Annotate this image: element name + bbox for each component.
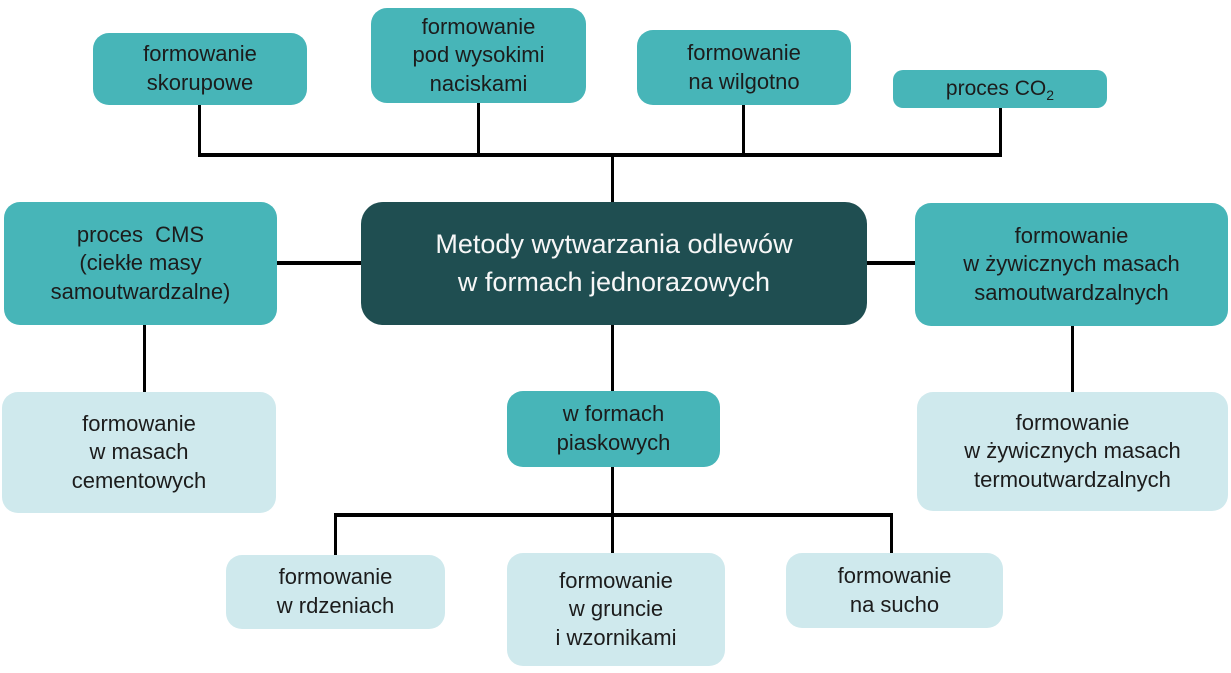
node-proces-cms: proces CMS (ciekłe masy samoutwardzalne)	[4, 202, 277, 325]
connector-cms-down-vertical	[143, 325, 146, 392]
node-formowanie-w-gruncie: formowanie w gruncie i wzornikami	[507, 553, 725, 666]
node-root-metody-wytwarzania: Metody wytwarzania odlewów w formach jed…	[361, 202, 867, 325]
node-formowanie-na-sucho: formowanie na sucho	[786, 553, 1003, 628]
connector-root-to-zywiczne-horizontal	[867, 261, 915, 265]
co2-subscript: 2	[1046, 87, 1055, 104]
node-formowanie-masy-cementowe: formowanie w masach cementowych	[2, 392, 276, 513]
connector-wilgotno-vertical	[742, 105, 745, 156]
node-formowanie-zywiczne-termoutwardzalne: formowanie w żywicznych masach termoutwa…	[917, 392, 1228, 511]
node-formowanie-na-wilgotno: formowanie na wilgotno	[637, 30, 851, 105]
connector-root-to-piaskowe-vertical	[611, 325, 614, 391]
connector-naciski-vertical	[477, 103, 480, 156]
node-proces-co2-label: proces CO2	[945, 77, 1055, 104]
connector-sucho-vertical	[890, 513, 893, 553]
node-proces-co2: proces CO2	[893, 70, 1107, 108]
connector-bracket-to-root-vertical	[611, 155, 614, 202]
node-w-formach-piaskowych: w formach piaskowych	[507, 391, 720, 467]
connector-bottom-bracket-horizontal	[334, 513, 893, 517]
connector-top-bracket-horizontal	[198, 153, 1002, 157]
node-formowanie-w-rdzeniach: formowanie w rdzeniach	[226, 555, 445, 629]
connector-piaskowe-down-vertical	[611, 467, 614, 553]
node-formowanie-pod-wysokimi-naciskami: formowanie pod wysokimi naciskami	[371, 8, 586, 103]
node-formowanie-skorupowe: formowanie skorupowe	[93, 33, 307, 105]
node-formowanie-zywiczne-samoutwardzalne: formowanie w żywicznych masach samoutwar…	[915, 203, 1228, 326]
connector-cms-to-root-horizontal	[277, 261, 361, 265]
connector-co2-vertical	[999, 108, 1002, 156]
connector-zywiczne-down-vertical	[1071, 326, 1074, 392]
connector-skorupowe-vertical	[198, 105, 201, 156]
connector-rdzenie-vertical	[334, 513, 337, 555]
